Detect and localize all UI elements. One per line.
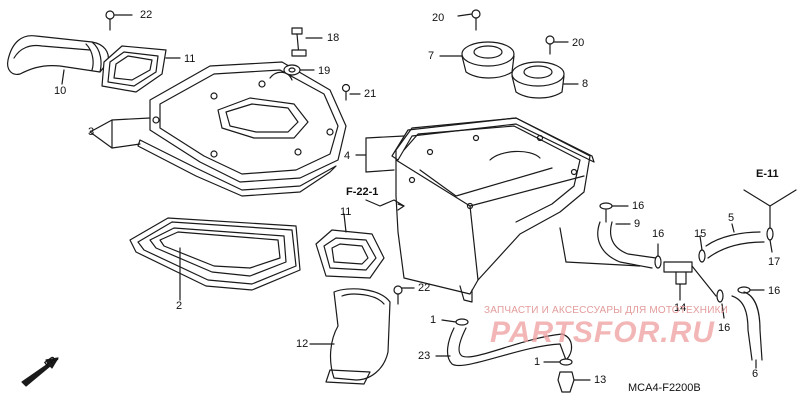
tee-joint-14: [663, 261, 693, 301]
bolt-18: [291, 27, 323, 57]
clip-16-d: [716, 289, 725, 319]
label-part-9: 9: [634, 218, 641, 230]
hose-6: [731, 291, 763, 369]
label-part-20-mid: 20: [572, 37, 585, 49]
air-cleaner-cover-part: [149, 61, 347, 183]
air-filter-element-part: [129, 217, 301, 301]
label-part-7: 7: [428, 50, 435, 62]
cover-gasket: [137, 139, 337, 197]
label-part-5: 5: [728, 212, 735, 224]
label-part-16-b: 16: [652, 228, 665, 240]
watermark-logo: PARTSFOR.RU: [490, 316, 715, 349]
front-direction-arrow: [21, 357, 59, 387]
drain-bolt-13: [557, 371, 591, 393]
funnel-11-lower: [315, 213, 385, 279]
intake-duct-part: [7, 35, 109, 75]
duct-12-part: [309, 288, 391, 385]
label-part-10: 10: [54, 85, 67, 97]
screw-20-mid: [545, 35, 569, 55]
hose-9: [597, 209, 657, 269]
clip-17: [766, 227, 774, 253]
clip-16-b: [654, 243, 662, 269]
label-part-20-top: 20: [432, 12, 445, 24]
label-part-17: 17: [768, 256, 781, 268]
funnel-11-top: [101, 45, 181, 93]
label-part-18: 18: [327, 32, 340, 44]
clip-16-a: [599, 202, 629, 210]
ring-8: [511, 61, 579, 99]
hose-5: [705, 223, 765, 259]
label-part-8: 8: [582, 78, 589, 90]
reference-f22-1: F-22-1: [346, 186, 379, 198]
label-part-16-a: 16: [632, 200, 645, 212]
clip-1-upper: [441, 318, 469, 326]
label-part-14: 14: [674, 302, 687, 314]
watermark-caption: ЗАПЧАСТИ И АКСЕССУАРЫ ДЛЯ МОТОТЕХНИКИ: [484, 305, 729, 316]
label-part-6: 6: [752, 368, 759, 380]
label-part-22: 22: [140, 9, 153, 21]
ring-7: [439, 41, 515, 79]
label-part-19: 19: [318, 65, 331, 77]
screw-22-top: [105, 10, 133, 31]
air-cleaner-case-part: [395, 117, 641, 303]
label-part-1-upper: 1: [430, 314, 437, 326]
label-part-16-d: 16: [718, 322, 731, 334]
label-part-4: 4: [344, 150, 351, 162]
drain-hose-23: [435, 327, 573, 366]
label-part-22-lower: 22: [418, 282, 431, 294]
grommet-19: [283, 64, 315, 76]
clip-16-c: [737, 286, 765, 294]
label-part-11: 11: [184, 53, 196, 65]
screw-20-top: [457, 9, 481, 31]
label-part-2: 2: [176, 300, 183, 312]
clip-15: [698, 235, 706, 263]
label-part-13: 13: [594, 374, 607, 386]
label-part-12: 12: [296, 338, 309, 350]
label-part-1-lower: 1: [534, 356, 541, 368]
label-part-21: 21: [364, 88, 377, 100]
label-part-16-c: 16: [768, 285, 781, 297]
diagram-code: MCA4-F2200B: [628, 382, 701, 394]
clip-1-lower: [543, 358, 573, 366]
label-part-3: 3: [88, 126, 95, 138]
reference-e11: E-11: [756, 168, 779, 180]
case-gasket: [391, 117, 595, 163]
screw-21: [341, 83, 361, 101]
label-part-11-lower: 11: [340, 206, 352, 218]
label-part-15: 15: [694, 228, 707, 240]
screw-22-lower: [393, 285, 415, 305]
label-part-23: 23: [418, 350, 431, 362]
